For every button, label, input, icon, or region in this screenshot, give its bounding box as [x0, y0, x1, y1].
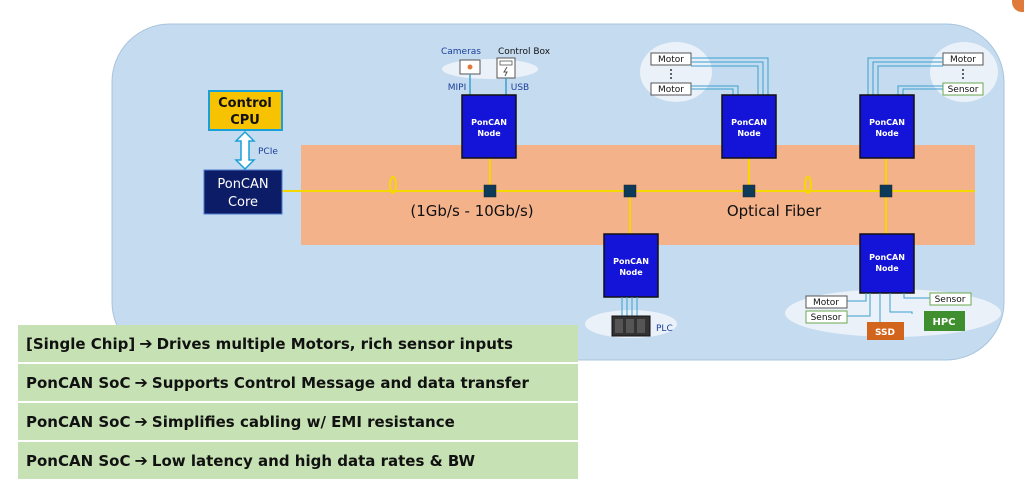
motor-box-top	[650, 52, 692, 66]
motor-label: Motor	[658, 85, 684, 95]
sensor-label: Sensor	[948, 85, 979, 95]
bullet-arrow-icon: ➔	[134, 373, 148, 392]
poncan-node-5	[859, 233, 915, 294]
motor-label: Motor	[658, 55, 684, 65]
motor-box-right	[942, 52, 984, 66]
plc-wires	[621, 297, 638, 316]
bullet-arrow-icon: ➔	[139, 334, 153, 353]
node-3-label-line2: Node	[875, 129, 899, 138]
cameras-label: Cameras	[441, 47, 481, 57]
poncan-core-label-line2: Core	[228, 195, 258, 210]
motor-label: Motor	[950, 55, 976, 65]
feature-lead: PonCAN SoC	[26, 412, 131, 431]
feature-row: PonCAN SoC ➔ Supports Control Message an…	[18, 364, 578, 403]
feature-row: PonCAN SoC ➔ Simplifies cabling w/ EMI r…	[18, 403, 578, 442]
motor-sensor-wires	[867, 57, 943, 95]
feature-lead: PonCAN SoC	[26, 373, 131, 392]
poncan-node-4	[603, 233, 659, 298]
camera-cluster-bubble	[442, 59, 538, 79]
ellipsis-dot	[962, 77, 964, 79]
node-3-label-line1: PonCAN	[869, 118, 905, 127]
ellipsis-dot	[962, 69, 964, 71]
poncan-core-label-line1: PonCAN	[217, 177, 268, 192]
bullet-arrow-icon: ➔	[134, 451, 148, 470]
feature-list: [Single Chip] ➔ Drives multiple Motors, …	[18, 325, 578, 481]
ssd-box	[867, 322, 904, 340]
motor-label: Motor	[813, 298, 839, 308]
ssd-label: SSD	[875, 328, 895, 338]
feature-text: Supports Control Message and data transf…	[151, 373, 529, 392]
plc-module	[637, 319, 645, 333]
control-box-screen	[499, 60, 513, 66]
sensor-label: Sensor	[811, 313, 842, 323]
node-2-label-line2: Node	[737, 129, 761, 138]
hpc-label: HPC	[932, 317, 955, 328]
camera-lens	[467, 64, 473, 70]
mipi-label: MIPI	[448, 83, 467, 93]
feature-row: PonCAN SoC ➔ Low latency and high data r…	[18, 442, 578, 481]
corner-marker	[1012, 0, 1024, 12]
double-arrow-icon	[234, 130, 256, 171]
feature-text: Simplifies cabling w/ EMI resistance	[151, 412, 455, 431]
ellipsis-dot	[962, 73, 964, 75]
sensor-box-bottom-right	[929, 292, 972, 306]
fiber-coil-icon	[804, 176, 812, 194]
poncan-node-3	[859, 94, 915, 159]
control-cpu-label-line2: CPU	[230, 113, 260, 128]
plc-module	[615, 319, 623, 333]
splitter	[483, 184, 497, 198]
sensor-label: Sensor	[935, 295, 966, 305]
ellipsis-dot	[670, 73, 672, 75]
plc-label: PLC	[656, 324, 673, 334]
splitter	[879, 184, 893, 198]
feature-lead: PonCAN SoC	[26, 451, 131, 470]
ellipsis-dot	[670, 69, 672, 71]
fiber-coil-icon	[389, 176, 397, 194]
motor-wires	[691, 57, 769, 95]
poncan-node-2	[721, 94, 777, 159]
node-4-label-line2: Node	[619, 268, 643, 277]
node-1-label-line2: Node	[477, 129, 501, 138]
bus-band	[301, 145, 975, 245]
pcie-label: PCIe	[258, 147, 278, 157]
control-box-label: Control Box	[498, 47, 551, 57]
plc-module	[626, 319, 634, 333]
node-4-label-line1: PonCAN	[613, 257, 649, 266]
hpc-box	[924, 311, 965, 331]
feature-text: Low latency and high data rates & BW	[151, 451, 476, 470]
poncan-node-1	[461, 94, 517, 159]
splitter	[742, 184, 756, 198]
feature-row: [Single Chip] ➔ Drives multiple Motors, …	[18, 325, 578, 364]
node-1-label-line1: PonCAN	[471, 118, 507, 127]
control-cpu-label-line1: Control	[218, 96, 272, 111]
node-5-label-line2: Node	[875, 264, 899, 273]
splitter	[623, 184, 637, 198]
sensor-box-bottom-left	[805, 310, 848, 324]
bandwidth-label: (1Gb/s - 10Gb/s)	[410, 202, 533, 220]
control-cpu-box	[208, 90, 283, 131]
poncan-core-box	[203, 169, 283, 215]
bullet-arrow-icon: ➔	[134, 412, 148, 431]
usb-label: USB	[511, 83, 529, 93]
ellipsis-dot	[670, 77, 672, 79]
optical-fiber-label: Optical Fiber	[727, 202, 822, 220]
peripheral-wires	[847, 293, 930, 322]
control-box-bolt	[503, 66, 508, 77]
node-2-label-line1: PonCAN	[731, 118, 767, 127]
motor-box-bottom-right	[805, 295, 848, 309]
node-5-label-line1: PonCAN	[869, 253, 905, 262]
feature-text: Drives multiple Motors, rich sensor inpu…	[156, 334, 513, 353]
feature-lead: [Single Chip]	[26, 334, 136, 353]
